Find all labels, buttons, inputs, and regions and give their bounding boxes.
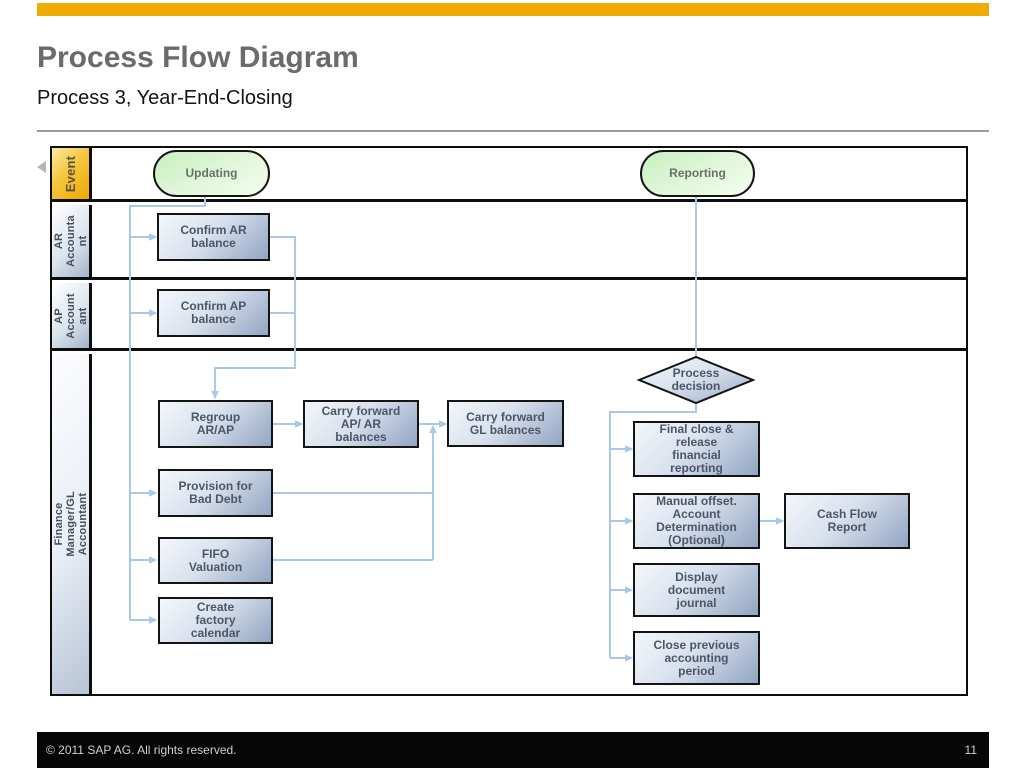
node-fifo-valuation: FIFO Valuation [158, 537, 273, 584]
footer-bar: © 2011 SAP AG. All rights reserved. 11 [37, 732, 989, 768]
accent-bar [37, 3, 989, 16]
lane-header-finance-gl-accountant: Finance Manager/GL Accountant [52, 354, 92, 694]
lane-header-ap-accountant: AP Account ant [52, 283, 92, 348]
node-confirm-ap-balance: Confirm AP balance [157, 289, 270, 337]
left-marker-triangle-icon [37, 161, 46, 173]
footer-copyright: © 2011 SAP AG. All rights reserved. [46, 743, 237, 757]
node-confirm-ar-balance: Confirm AR balance [157, 213, 270, 261]
node-carry-forward-ap-ar-balances: Carry forward AP/ AR balances [303, 400, 419, 448]
node-close-previous-accounting-period: Close previous accounting period [633, 631, 760, 685]
lane-header-finance-gl-accountant-label: Finance Manager/GL Accountant [52, 491, 89, 557]
page-title: Process Flow Diagram [37, 41, 359, 74]
node-create-factory-calendar: Create factory calendar [158, 597, 273, 644]
lane-header-ap-accountant-label: AP Account ant [52, 292, 89, 339]
node-cash-flow-report: Cash Flow Report [784, 493, 910, 549]
node-regroup-ar-ap: Regroup AR/AP [158, 400, 273, 448]
node-display-document-journal: Display document journal [633, 563, 760, 617]
footer-page-number: 11 [964, 743, 977, 757]
lane-header-ar-accountant: AR Accounta nt [52, 205, 92, 277]
page-subtitle: Process 3, Year-End-Closing [37, 87, 293, 109]
title-divider [37, 130, 989, 132]
node-updating-event: Updating [153, 150, 270, 197]
node-final-close-release-financial-reporting: Final close & release financial reportin… [633, 421, 760, 477]
node-reporting-event: Reporting [640, 150, 755, 197]
lane-header-event: Event [52, 148, 92, 199]
node-provision-for-bad-debt: Provision for Bad Debt [158, 469, 273, 517]
node-carry-forward-gl-balances: Carry forward GL balances [447, 400, 564, 447]
lane-header-ar-accountant-label: AR Accounta nt [52, 215, 89, 267]
node-manual-offset-account-determination: Manual offset. Account Determination (Op… [633, 493, 760, 549]
node-process-decision-label: Process decision [671, 366, 721, 393]
lane-header-event-label: Event [62, 155, 78, 192]
